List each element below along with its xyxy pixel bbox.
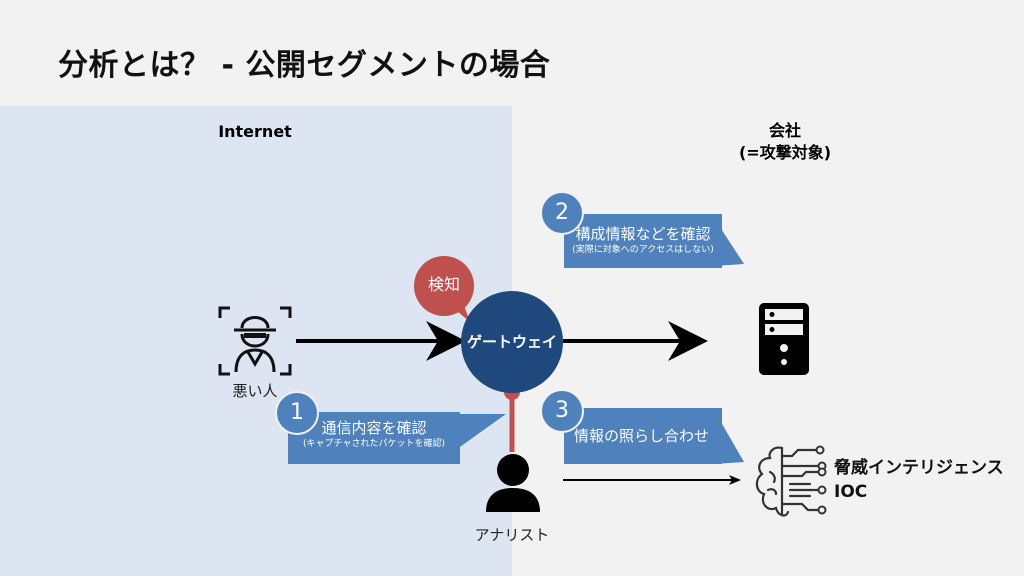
internet-label: Internet	[218, 122, 292, 141]
callout-3-main: 情報の照らし合わせ	[574, 427, 710, 445]
step-3-badge: 3	[540, 389, 584, 433]
ai-brain-icon	[755, 445, 827, 517]
callout-step-3: 情報の照らし合わせ	[564, 408, 722, 464]
threat-intel-label: 脅威インテリジェンス IOC	[834, 456, 1004, 504]
gateway-node: ゲートウェイ	[461, 291, 563, 393]
person-icon	[486, 454, 540, 512]
company-label-line1: 会社	[768, 121, 801, 140]
attacker-label: 悪い人	[232, 382, 278, 400]
callout-1-main: 通信内容を確認	[321, 419, 427, 437]
analyst-label: アナリスト	[474, 526, 550, 544]
threat-intel-label-line2: IOC	[834, 482, 868, 502]
company-label: 会社 (=攻撃対象)	[700, 120, 870, 164]
spy-icon	[218, 306, 292, 376]
callout-2-sub: (実際に対象へのアクセスはしない)	[572, 245, 714, 255]
company-label-line2: (=攻撃対象)	[738, 143, 832, 162]
step-1-badge: 1	[275, 391, 319, 435]
detect-bubble: 検知	[414, 256, 474, 316]
threat-intel-label-line1: 脅威インテリジェンス	[834, 458, 1004, 478]
callout-2-main: 構成情報などを確認	[575, 225, 711, 243]
callout-1-tail	[450, 414, 506, 454]
page-title: 分析とは？ - 公開セグメントの場合	[58, 48, 551, 83]
server-icon	[759, 303, 809, 375]
step-2-badge: 2	[540, 191, 584, 235]
callout-1-sub: (キャプチャされたパケットを確認)	[303, 439, 445, 449]
callout-step-2: 構成情報などを確認 (実際に対象へのアクセスはしない)	[564, 214, 722, 268]
